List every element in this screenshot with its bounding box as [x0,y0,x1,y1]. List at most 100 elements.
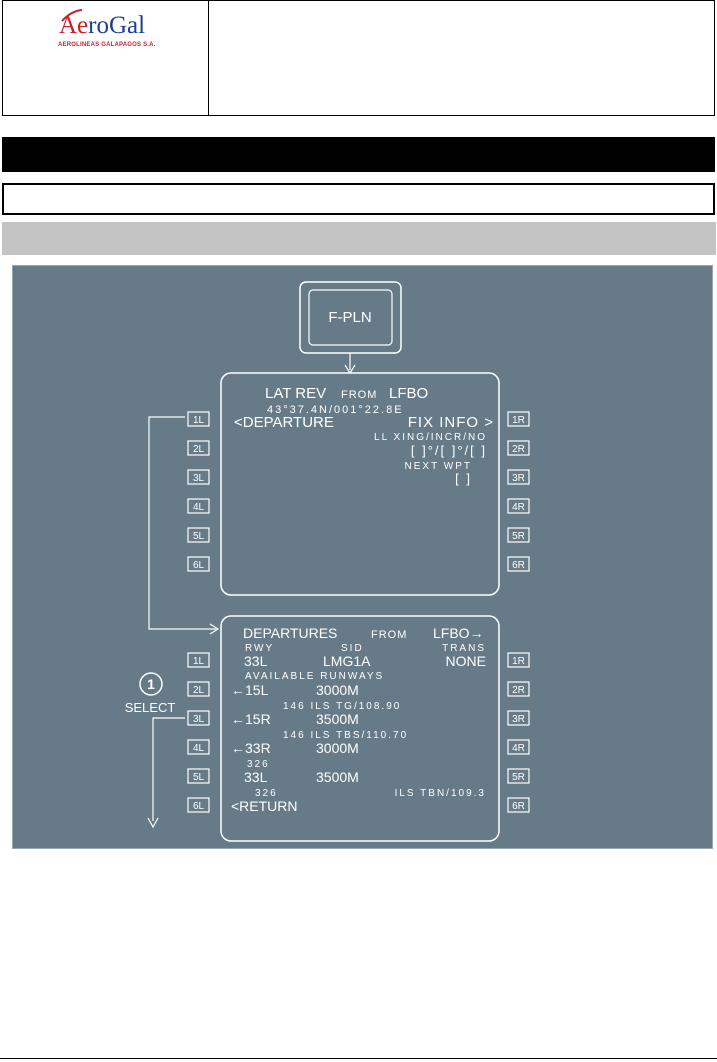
rwy3-length: 3000M [316,740,359,756]
fpln-key-label: F-PLN [328,309,371,326]
rwy3-name: ←33R [231,740,271,756]
s2-hdr-sid: SID [341,643,364,654]
rwy1-length: 3000M [316,682,359,698]
arrow-select-head [147,817,159,829]
s2-sid: LMG1A [323,653,371,669]
lsk-right-2-6-label: 6R [512,801,525,812]
rwy2-detail: 146 ILS TBS/110.70 [283,730,408,741]
lsk-left-1-6-key [187,556,210,572]
s2-available: AVAILABLE RUNWAYS [245,671,384,682]
lsk-right-1-4-label: 4R [512,502,525,513]
lsk-left-2-5-label: 5L [193,772,205,783]
lsk-left-1-3-label: 3L [193,473,205,484]
lsk-right-2-2-label: 2R [512,685,525,696]
lsk-right-2-2-key [507,681,530,697]
s1-coords: 43°37.4N/001°22.8E [267,404,404,416]
lsk-left-2-5-key [187,768,210,784]
lsk-left-1-2-label: 2L [193,444,205,455]
lsk-right-2-5-key [507,768,530,784]
lsk-right-2-3-key [507,710,530,726]
mcdu-diagram: F-PLN LAT REV FROM LFBO 43°37.4N/001°22.… [125,281,530,842]
fpln-key-inner [308,289,393,346]
arrow-departure-link [148,416,216,630]
lsk-right-1-5-key [507,527,530,543]
lsk-right-2-1-label: 1R [512,656,525,667]
rwy3-detail: 326 [247,759,270,770]
lsk-left-2-4-key [187,739,210,755]
lsk-right-2-6-key [507,797,530,813]
lsk-left-1-1-label: 1L [193,415,205,426]
s2-trans: NONE [446,653,486,669]
lsk-left-2-2-label: 2L [193,685,205,696]
lsk-left-1-1-key [187,411,210,427]
logo-prefix: Ae [59,12,89,39]
airline-logo: AeroGal [59,12,145,40]
lsk-left-1-2-key [187,440,210,456]
lsk-left-1-5-key [187,527,210,543]
lsk-left-1-6-label: 6L [193,560,205,571]
mcdu-screen-departures [220,615,500,842]
s1-ll-header: LL XING/INCR/NO [374,432,487,443]
lsk-left-2-4-label: 4L [193,743,205,754]
s2-rwy: 33L [244,653,268,669]
lsk-right-1-6-key [507,556,530,572]
s2-return-prompt: <RETURN [231,798,298,814]
section-title-bar [2,137,715,172]
logo-swoosh-icon [61,9,83,22]
arrow-select-link [152,717,185,821]
s1-title-c: LFBO [389,385,428,402]
s1-next-wpt-field: [ ] [455,471,472,486]
lsk-right-2-3-label: 3R [512,714,525,725]
lsk-left-2-1-key [187,652,210,668]
topic-bar [2,222,716,255]
lsk-right-2-5-label: 5R [512,772,525,783]
lsk-left-1-4-label: 4L [193,502,205,513]
rwy1-name: ←15L [231,682,269,698]
s1-title-b: FROM [341,389,377,401]
logo-tagline: AEROLINEAS GALAPAGOS S.A. [58,42,156,48]
lsk-right-1-1-key [507,411,530,427]
lsk-left-2-3-label: 3L [193,714,205,725]
document-header: AeroGal AEROLINEAS GALAPAGOS S.A. [2,0,715,116]
step-number: 1 [147,676,155,692]
s1-next-wpt: NEXT WPT [405,461,472,472]
lsk-right-2-4-key [507,739,530,755]
rwy2-name: ←15R [231,711,271,727]
step-circle [139,672,163,696]
lsk-left-1-4-key [187,498,210,514]
s2-title-c: LFBO→ [433,625,484,641]
lsk-right-1-1-label: 1R [512,415,525,426]
lsk-right-2-4-label: 4R [512,743,525,754]
lsk-right-1-3-label: 3R [512,473,525,484]
s2-hdr-trans: TRANS [442,643,486,654]
lsk-left-2-6-label: 6L [193,801,205,812]
lsk-right-1-2-label: 2R [512,444,525,455]
lsk-right-1-5-label: 5R [512,531,525,542]
s2-title-a: DEPARTURES [243,625,337,641]
s2-title-b: FROM [371,629,407,641]
s2-hdr-rwy: RWY [245,643,274,654]
mcdu-figure: F-PLN LAT REV FROM LFBO 43°37.4N/001°22.… [12,265,713,849]
line-select-keys: 1L 1R 2L 2R 3L 3R 4L 4R 5L 5R 6L 6R 1L 1R 2L 2R 3L 3R 4L 4R… [187,411,530,813]
step-select-label: SELECT [125,700,176,715]
s1-ll-fields: [ ]°/[ ]°/[ ] [411,443,487,458]
logo-rest: roGal [88,12,146,39]
lsk-left-1-5-label: 5L [193,531,205,542]
lsk-right-1-4-key [507,498,530,514]
logo-cell: AeroGal AEROLINEAS GALAPAGOS S.A. [3,1,209,115]
lsk-left-2-2-key [187,681,210,697]
lsk-left-2-3-key [187,710,210,726]
lsk-left-2-1-label: 1L [193,656,205,667]
mcdu-screen-lat-rev [220,372,500,596]
lsk-right-2-1-key [507,652,530,668]
lsk-left-1-3-key [187,469,210,485]
rwy2-length: 3500M [316,711,359,727]
footer-rule [0,1058,717,1059]
rwy1-detail: 146 ILS TG/108.90 [283,701,401,712]
lsk-left-2-6-key [187,797,210,813]
subsection-bar [2,183,715,215]
rwy4-name: 33L [244,769,268,785]
s1-fix-info-prompt: FIX INFO > [408,414,494,431]
s1-departure-prompt: <DEPARTURE [234,414,334,431]
lsk-right-1-3-key [507,469,530,485]
